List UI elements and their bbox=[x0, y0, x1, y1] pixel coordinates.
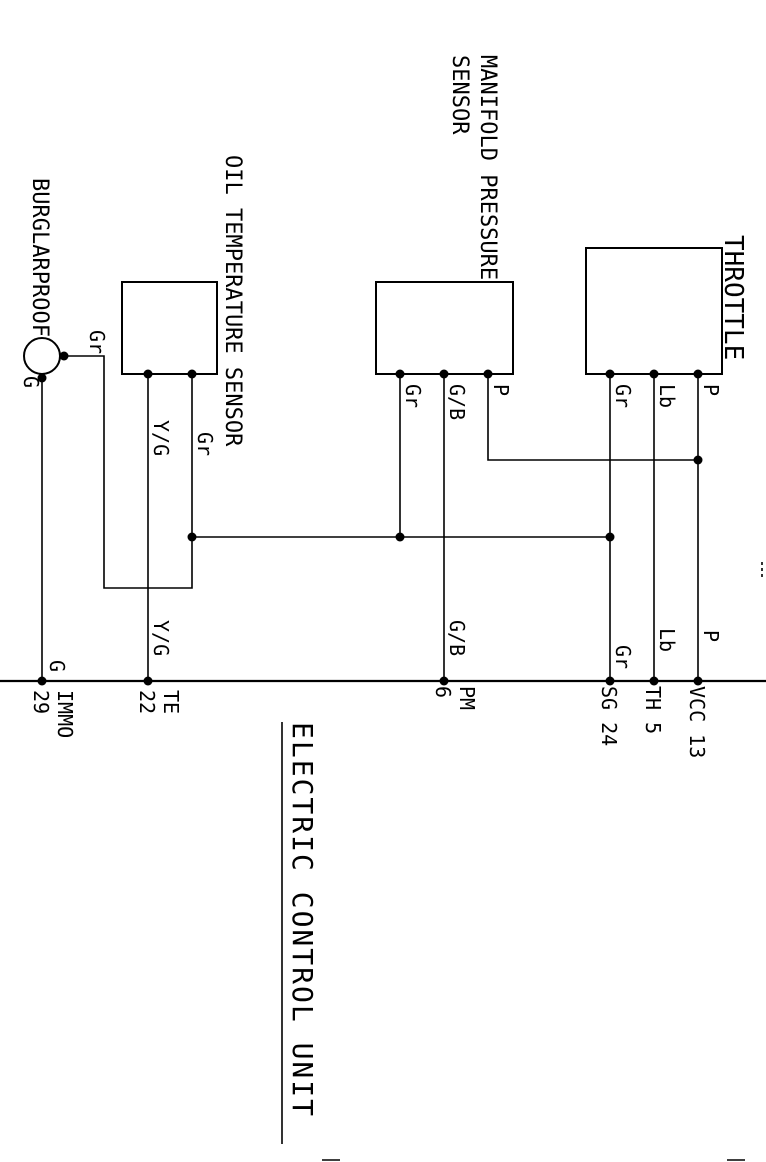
ecu-pin-vcc: VCC 13 bbox=[685, 686, 709, 758]
junction-dot bbox=[439, 369, 449, 379]
wire-code-burglar-gr: Gr bbox=[85, 330, 109, 354]
ecu-pin-immo-name: IMMO bbox=[53, 690, 77, 738]
wire-code-oil-gr: Gr bbox=[193, 432, 217, 456]
wire-code-burglar-g: G bbox=[19, 376, 43, 388]
junction-dot bbox=[605, 369, 615, 379]
junction-dot bbox=[187, 532, 197, 542]
junction-dot bbox=[605, 676, 615, 686]
junction-dot bbox=[37, 373, 47, 383]
junction-dot bbox=[37, 676, 47, 686]
wire-code-ecu-g: G bbox=[45, 660, 69, 672]
junction-dot bbox=[605, 532, 615, 542]
wire-code-map-gr: Gr bbox=[401, 384, 425, 408]
wire-code-ecu-lb: Lb bbox=[655, 628, 679, 652]
throttle-box bbox=[585, 247, 723, 375]
ecu-pin-pm-name: PM bbox=[455, 686, 479, 710]
junction-dot bbox=[693, 676, 703, 686]
burglarproof-label: BURGLARPROOF bbox=[27, 178, 52, 337]
map-sensor-label-line1: MANIFOLD PRESSURE bbox=[475, 55, 500, 280]
wire-code-map-gb: G/B bbox=[445, 384, 469, 420]
wire-code-throttle-p: P bbox=[699, 384, 723, 396]
junction-dot bbox=[395, 532, 405, 542]
wire-code-throttle-lb: Lb bbox=[655, 384, 679, 408]
ecu-pin-pm-num: 6 bbox=[431, 686, 455, 698]
wire-code-ecu-gr: Gr bbox=[611, 645, 635, 669]
junction-dot bbox=[59, 351, 69, 361]
ecu-pin-te-name: TE bbox=[159, 690, 183, 714]
junction-dot bbox=[143, 369, 153, 379]
ecu-pin-th: TH 5 bbox=[641, 686, 665, 734]
junction-dot bbox=[649, 676, 659, 686]
map-sensor-label-line2: SENSOR bbox=[447, 55, 472, 135]
oil-temp-sensor-label: OIL TEMPERATURE SENSOR bbox=[220, 155, 245, 447]
junction-dot bbox=[395, 369, 405, 379]
ecu-title: ELECTRIC CONTROL UNIT bbox=[286, 722, 319, 1118]
wire-code-ecu-p: P bbox=[699, 630, 723, 642]
junction-dot bbox=[483, 369, 493, 379]
wire-code-throttle-gr: Gr bbox=[611, 384, 635, 408]
junction-dot bbox=[187, 369, 197, 379]
junction-dot bbox=[693, 369, 703, 379]
ecu-pin-immo-num: 29 bbox=[29, 690, 53, 714]
oil-temp-sensor-box bbox=[121, 281, 218, 375]
junction-dot bbox=[693, 455, 703, 465]
map-sensor-box bbox=[375, 281, 514, 375]
junction-dot bbox=[649, 369, 659, 379]
junction-dot bbox=[143, 676, 153, 686]
wire-code-oil-yg: Y/G bbox=[149, 420, 173, 456]
wire-code-map-p: P bbox=[489, 384, 513, 396]
ecu-pin-sg: SG 24 bbox=[597, 686, 621, 746]
wire-code-ecu-gb: G/B bbox=[445, 620, 469, 656]
map-p-wire bbox=[487, 374, 698, 461]
burglarproof-symbol bbox=[23, 337, 61, 375]
ecu-pin-te-num: 22 bbox=[135, 690, 159, 714]
junction-dot bbox=[439, 676, 449, 686]
oil-gr-wire bbox=[64, 355, 193, 589]
wire-code-ecu-yg: Y/G bbox=[149, 620, 173, 656]
throttle-label: THROTTLE bbox=[718, 235, 748, 360]
